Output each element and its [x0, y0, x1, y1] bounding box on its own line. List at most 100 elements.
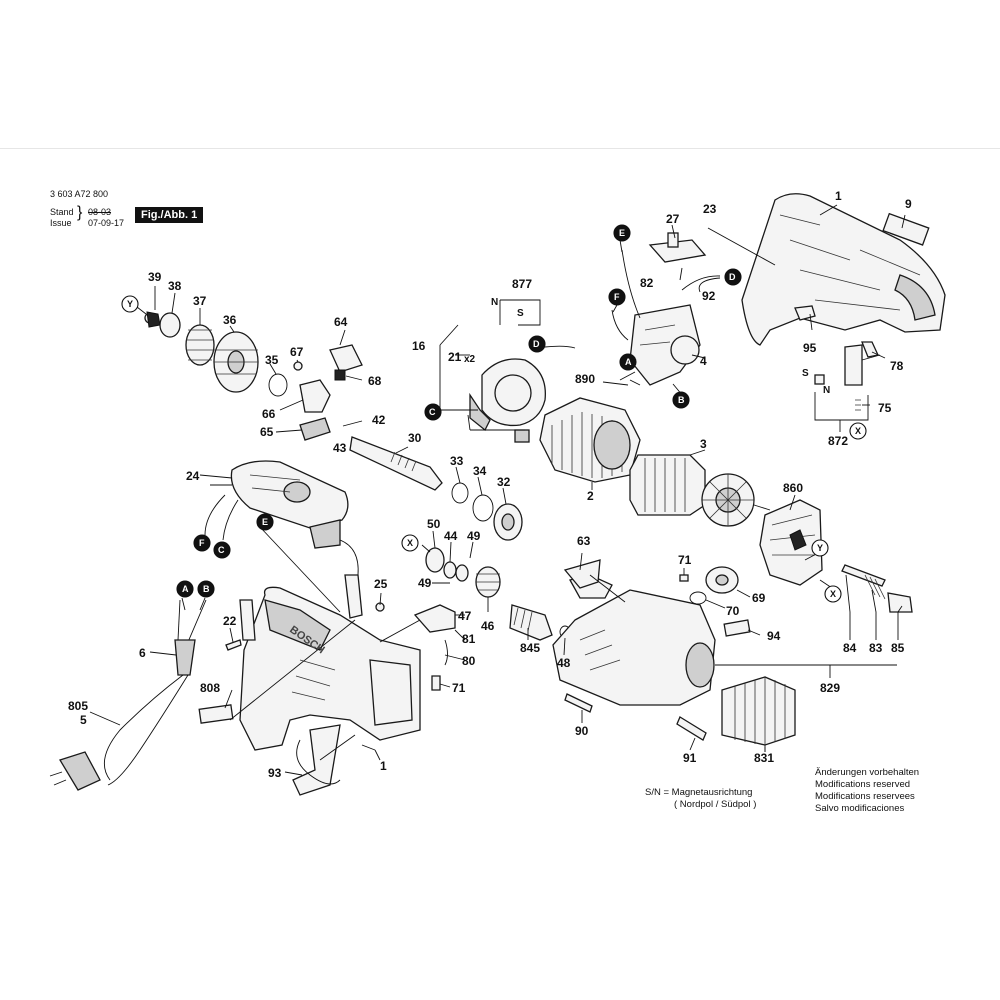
label-808 [198, 704, 234, 724]
callout-25: 25 [374, 577, 388, 591]
connection-markers: E F D D A B C E F C A B Y Y X X X N S S [121, 224, 867, 603]
callout-71a: 71 [678, 553, 692, 567]
spring-93 [296, 739, 341, 785]
callout-33: 33 [450, 454, 464, 468]
brush-holder-ring [469, 358, 546, 443]
callout-95: 95 [803, 341, 817, 355]
marker-E-top: E [619, 228, 625, 238]
callout-91: 91 [683, 751, 697, 765]
callout-78: 78 [890, 359, 904, 373]
brush-hardware [841, 564, 913, 613]
issue-label: Issue [50, 218, 72, 228]
intermediate-shaft-845 [509, 604, 571, 641]
callout-90: 90 [575, 724, 589, 738]
callout-6: 6 [139, 646, 146, 660]
callout-71b: 71 [452, 681, 466, 695]
callout-1b: 1 [380, 759, 387, 773]
armature-3 [629, 454, 771, 527]
callout-83: 83 [869, 641, 883, 655]
callout-831: 831 [754, 751, 774, 765]
cover-plate-27 [648, 232, 707, 263]
screw-90 [564, 693, 593, 713]
magnet-N-upper: N [491, 297, 498, 308]
brace: } [77, 204, 83, 221]
callout-22: 22 [223, 614, 237, 628]
callout-3: 3 [700, 437, 707, 451]
callout-67: 67 [290, 345, 304, 359]
doc-number: 3 603 A72 800 [50, 189, 109, 199]
depth-ring-69 [679, 566, 739, 605]
callout-872: 872 [828, 434, 848, 448]
stand-label: Stand [50, 207, 74, 217]
power-cord [49, 599, 207, 791]
magnet-N-lower: N [823, 385, 830, 396]
callout-829: 829 [820, 681, 840, 695]
callout-82: 82 [640, 276, 654, 290]
callout-80: 80 [462, 654, 476, 668]
callout-38: 38 [168, 279, 182, 293]
bearing-rings [451, 482, 523, 541]
callout-92: 92 [702, 289, 716, 303]
marker-F-cover: F [199, 538, 205, 548]
callout-64: 64 [334, 315, 348, 329]
callout-49b: 49 [418, 576, 432, 590]
callout-1: 1 [835, 189, 842, 203]
callout-4: 4 [700, 354, 707, 368]
marker-Y-gear: Y [127, 299, 133, 309]
housing-half-left [239, 586, 421, 796]
callout-808: 808 [200, 681, 220, 695]
callout-30: 30 [408, 431, 422, 445]
callout-37: 37 [193, 294, 207, 308]
marker-B-cord: B [203, 584, 210, 594]
callout-94: 94 [767, 629, 781, 643]
callout-69: 69 [752, 591, 766, 605]
callout-48: 48 [557, 656, 571, 670]
callout-27: 27 [666, 212, 680, 226]
callout-21: 21 [448, 350, 462, 364]
callout-24: 24 [186, 469, 200, 483]
callout-49a: 49 [467, 529, 481, 543]
clip-78 [861, 341, 879, 358]
callout-46: 46 [481, 619, 495, 633]
housing-half-right [741, 193, 946, 346]
disclaimer-de: Änderungen vorbehalten [815, 767, 920, 778]
screw-22 [225, 639, 242, 651]
disclaimer-es: Salvo modificaciones [815, 803, 905, 814]
marker-Y-brush: Y [817, 543, 823, 553]
callout-65: 65 [260, 425, 274, 439]
marker-A-switch: A [625, 357, 632, 367]
gear-set-center [413, 547, 501, 691]
callout-36: 36 [223, 313, 237, 327]
marker-B-switch: B [678, 395, 685, 405]
callout-2: 2 [587, 489, 594, 503]
disclaimer-en: Modifications reserved [815, 779, 911, 790]
top-rule [0, 148, 1000, 149]
marker-X-left: X [407, 538, 413, 548]
callout-16: 16 [412, 339, 426, 353]
callout-43: 43 [333, 441, 347, 455]
callout-860: 860 [783, 481, 803, 495]
cable-lead-92 [544, 275, 721, 349]
spindle-30 [349, 436, 443, 491]
callout-9: 9 [905, 197, 912, 211]
callout-845: 845 [520, 641, 540, 655]
callout-32: 32 [497, 475, 511, 489]
bracket-63 [563, 559, 601, 589]
marker-D-center: D [533, 339, 540, 349]
chuck-831 [721, 676, 796, 752]
clutch-lever-group [293, 344, 363, 441]
callout-35: 35 [265, 353, 279, 367]
spring-clip-25 [344, 574, 385, 619]
motor-cover-24 [204, 460, 359, 576]
gear-housing-829 [552, 574, 716, 706]
issue-date: 07-09-17 [88, 218, 125, 228]
screw-91 [676, 716, 707, 741]
callout-47: 47 [458, 609, 472, 623]
callout-84: 84 [843, 641, 857, 655]
marker-C-ring: C [429, 407, 436, 417]
callout-39: 39 [148, 270, 162, 284]
gear-train-left [144, 311, 288, 397]
marker-C-cover: C [218, 545, 225, 555]
disclaimer-fr: Modifications reservees [815, 791, 915, 802]
callout-70: 70 [726, 604, 740, 618]
